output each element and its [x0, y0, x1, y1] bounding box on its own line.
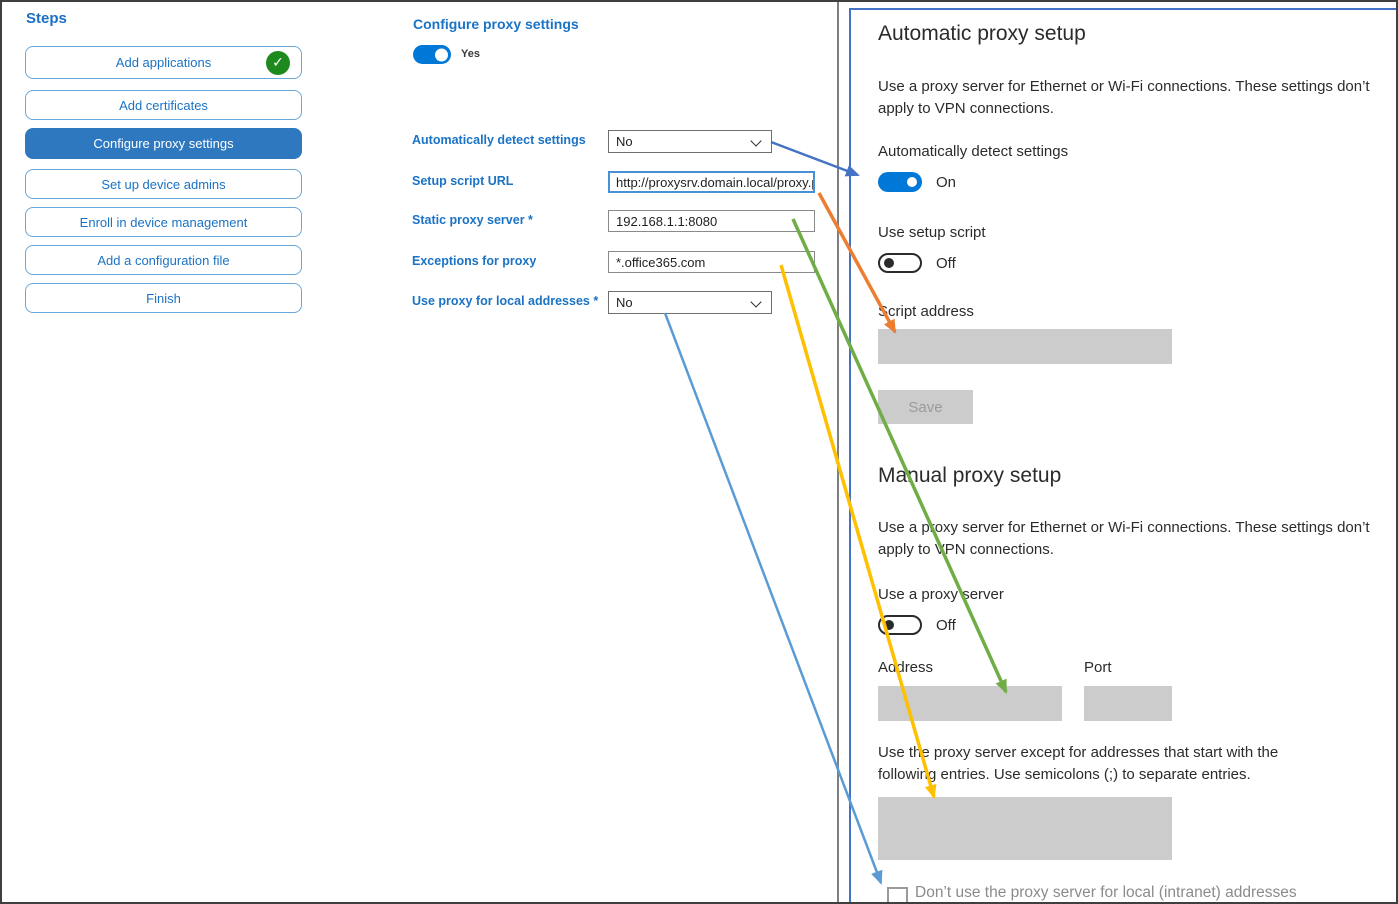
detect-settings-dropdown[interactable]: No	[608, 130, 772, 153]
static-proxy-server-input[interactable]: 192.168.1.1:8080	[608, 210, 815, 232]
step-label: Enroll in device management	[79, 214, 248, 230]
chevron-down-icon	[750, 296, 762, 308]
manual-proxy-heading: Manual proxy setup	[878, 464, 1062, 487]
field-label-static-proxy-server: Static proxy server *	[412, 213, 533, 227]
step-add-configuration-file[interactable]: Add a configuration file	[25, 245, 302, 275]
step-label: Set up device admins	[101, 176, 226, 192]
field-label-local-addresses: Use proxy for local addresses *	[412, 294, 599, 308]
completed-check-icon: ✓	[266, 50, 290, 75]
vertical-divider	[837, 2, 839, 902]
step-finish[interactable]: Finish	[25, 283, 302, 313]
save-button[interactable]: Save	[878, 390, 973, 424]
use-proxy-server-toggle[interactable]	[878, 615, 922, 635]
use-setup-script-state: Off	[936, 255, 956, 272]
toggle-knob	[435, 48, 448, 61]
step-label: Add certificates	[119, 97, 208, 113]
step-set-up-device-admins[interactable]: Set up device admins	[25, 169, 302, 199]
local-intranet-checkbox[interactable]	[887, 887, 908, 902]
field-label-exceptions: Exceptions for proxy	[412, 254, 537, 268]
use-setup-script-label: Use setup script	[878, 224, 986, 241]
use-proxy-server-state: Off	[936, 617, 956, 634]
automatic-proxy-description: Use a proxy server for Ethernet or Wi-Fi…	[878, 78, 1370, 117]
configure-proxy-toggle-state: Yes	[461, 48, 480, 60]
port-input[interactable]	[1084, 686, 1172, 721]
steps-panel-title: Steps	[26, 10, 67, 27]
input-value: *.office365.com	[616, 254, 706, 270]
input-value: 192.168.1.1:8080	[616, 213, 718, 229]
toggle-knob	[884, 620, 894, 630]
automatic-proxy-heading: Automatic proxy setup	[878, 22, 1086, 45]
address-input[interactable]	[878, 686, 1062, 721]
manual-proxy-description: Use a proxy server for Ethernet or Wi-Fi…	[878, 519, 1370, 558]
step-label: Add applications	[115, 55, 212, 70]
exceptions-description: Use the proxy server except for addresse…	[878, 744, 1279, 783]
step-add-applications[interactable]: Add applications ✓	[25, 46, 302, 79]
toggle-knob	[907, 177, 917, 187]
detect-settings-label: Automatically detect settings	[878, 143, 1069, 160]
step-label: Configure proxy settings	[93, 136, 234, 151]
exceptions-textarea[interactable]	[878, 797, 1172, 860]
step-add-certificates[interactable]: Add certificates	[25, 90, 302, 120]
field-label-setup-script-url: Setup script URL	[412, 174, 514, 188]
use-setup-script-toggle[interactable]	[878, 253, 922, 273]
address-label: Address	[878, 659, 934, 676]
steps-panel: Steps Add applications ✓ Add certificate…	[25, 10, 302, 330]
script-address-label: Script address	[878, 303, 974, 320]
chevron-down-icon	[750, 135, 762, 147]
local-addresses-dropdown[interactable]: No	[608, 291, 772, 314]
wizard-page-title: Configure proxy settings	[413, 16, 579, 32]
script-address-input[interactable]	[878, 329, 1172, 364]
dropdown-value: No	[616, 134, 633, 149]
local-intranet-checkbox-label: Don’t use the proxy server for local (in…	[915, 884, 1297, 901]
dropdown-value: No	[616, 295, 633, 310]
step-configure-proxy-settings[interactable]: Configure proxy settings	[25, 128, 302, 159]
step-enroll-device-management[interactable]: Enroll in device management	[25, 207, 302, 237]
use-proxy-server-label: Use a proxy server	[878, 586, 1004, 603]
exceptions-for-proxy-input[interactable]: *.office365.com	[608, 251, 815, 273]
field-label-detect-settings: Automatically detect settings	[412, 133, 586, 147]
port-label: Port	[1084, 659, 1112, 676]
detect-settings-state: On	[936, 174, 957, 191]
configure-proxy-toggle[interactable]	[413, 45, 451, 64]
step-label: Finish	[146, 290, 181, 306]
input-value: http://proxysrv.domain.local/proxy.pa	[616, 174, 815, 190]
setup-script-url-input[interactable]: http://proxysrv.domain.local/proxy.pa	[608, 171, 815, 193]
toggle-knob	[884, 258, 894, 268]
step-label: Add a configuration file	[97, 252, 230, 268]
detect-settings-toggle[interactable]	[878, 172, 922, 192]
